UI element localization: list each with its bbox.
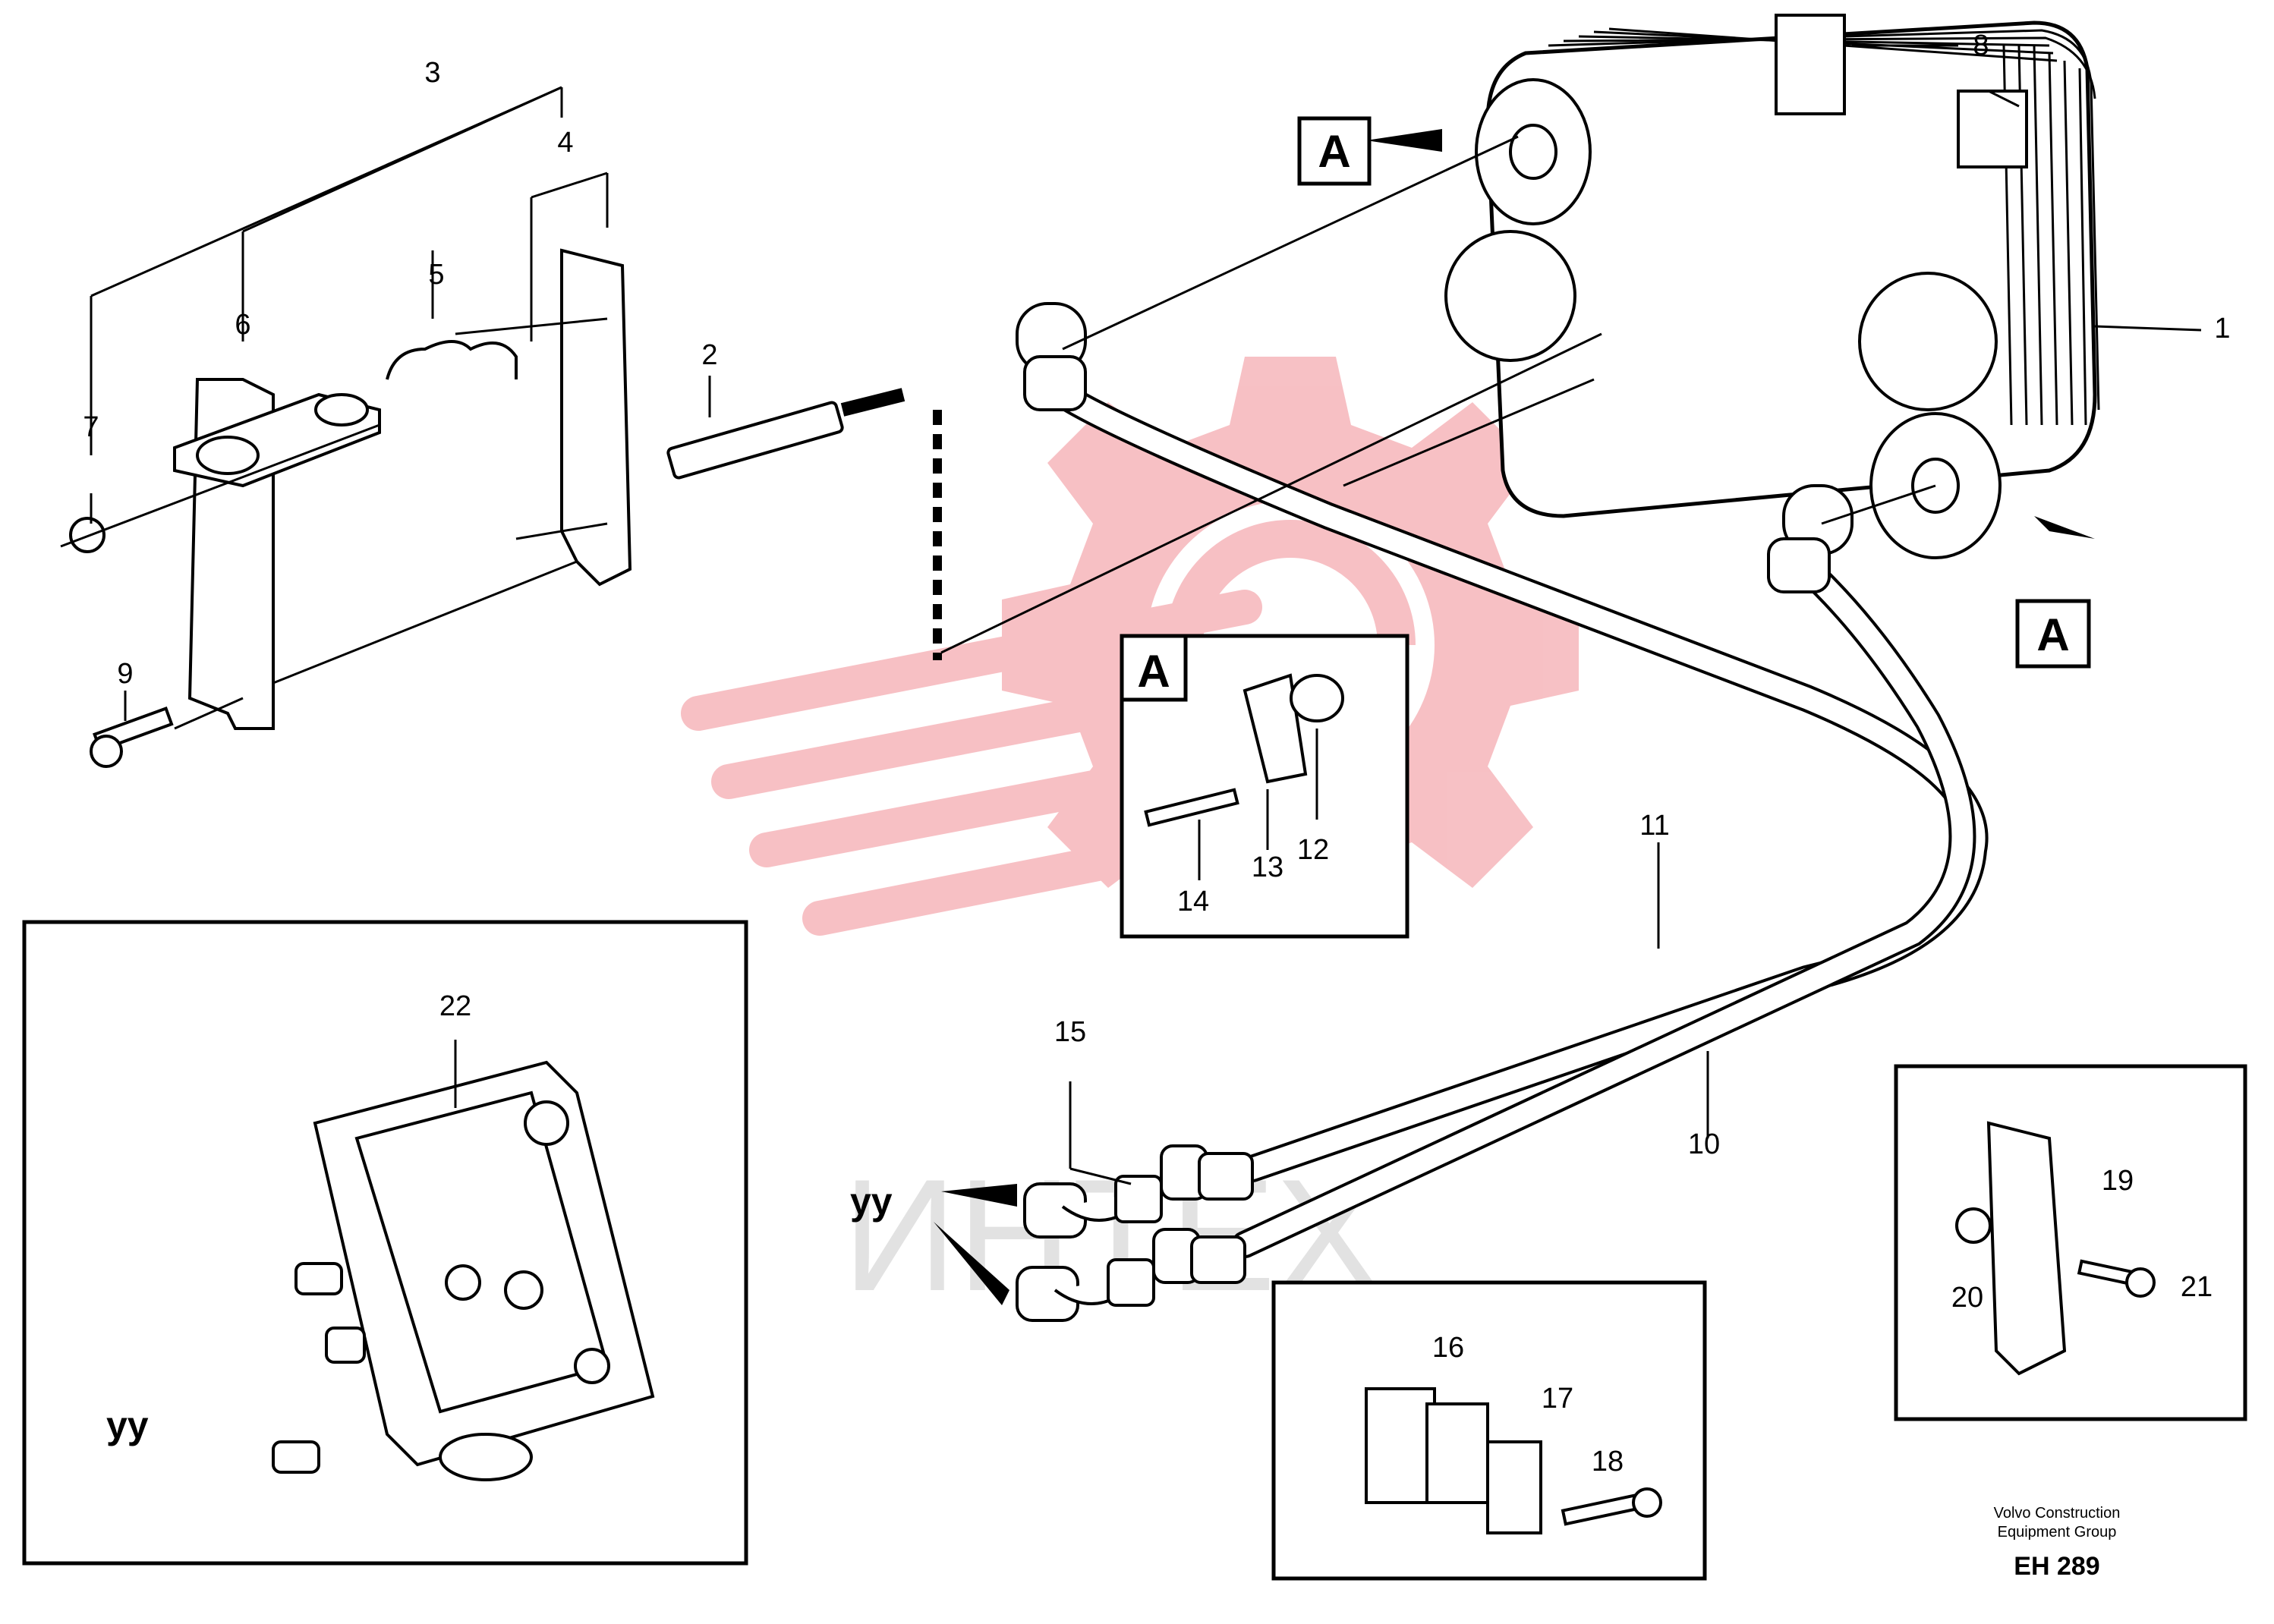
clamp-detail-box [1271,1280,1707,1581]
svg-text:A: A [1318,126,1350,177]
part-label-4: 4 [557,127,573,159]
part-label-15: 15 [1054,1016,1086,1048]
part-label-11: 11 [1639,810,1669,842]
drawing-code: EH 289 [2014,1552,2099,1581]
valve-block-detail-box [22,920,748,1566]
section-marker-center: yy [850,1180,893,1223]
leader-lines [60,44,2202,1185]
part-label-19: 19 [2102,1165,2134,1197]
part-numbers: 1 2 3 4 5 6 7 8 9 10 11 12 13 14 15 16 1… [83,30,2230,1478]
part-label-20: 20 [1951,1282,1983,1314]
publisher-line-1: Volvo Construction [1994,1505,2121,1522]
bracket-assembly [69,248,906,768]
part-label-8: 8 [1973,30,1989,61]
oil-cooler [1444,14,2100,559]
section-marker-left: yy [106,1404,149,1446]
part-label-10: 10 [1688,1128,1720,1160]
part-label-17: 17 [1542,1383,1573,1415]
view-marker-top: A [1297,116,1372,186]
part-label-9: 9 [117,658,133,690]
part-label-18: 18 [1592,1446,1624,1478]
support-detail-box [1894,1064,2247,1421]
detail-a-box [1120,634,1409,939]
part-label-12: 12 [1297,834,1329,866]
elbow-fittings [1016,1144,1254,1322]
part-label-5: 5 [428,259,444,291]
publisher-block: Volvo Construction Equipment Group EH 28… [1994,1505,2121,1581]
view-marker-right: A [2015,599,2091,669]
part-label-21: 21 [2181,1271,2213,1303]
part-label-7: 7 [83,411,99,443]
part-label-14: 14 [1177,886,1209,917]
part-label-2: 2 [701,339,717,371]
part-label-16: 16 [1432,1332,1464,1364]
part-label-13: 13 [1252,851,1283,883]
hoses [1016,302,1989,1258]
publisher-line-2: Equipment Group [1998,1524,2117,1541]
view-marker-detail: A [1137,646,1170,697]
part-label-3: 3 [424,57,440,89]
part-label-22: 22 [439,990,471,1022]
part-label-6: 6 [235,309,250,341]
svg-text:A: A [2036,609,2069,660]
part-label-1: 1 [2214,313,2230,345]
